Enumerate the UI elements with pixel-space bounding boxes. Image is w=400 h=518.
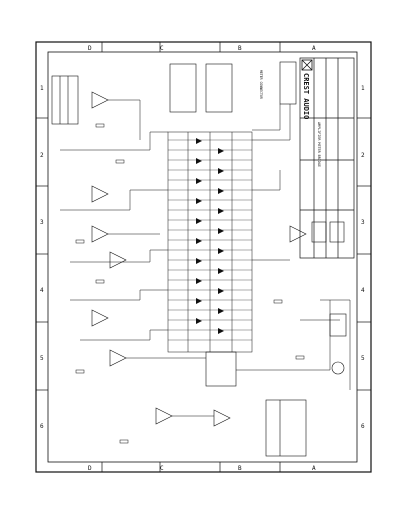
zone-ticks: [36, 42, 371, 472]
zone-number-6-right: 6: [361, 423, 365, 430]
zone-number-1-left: 1: [40, 85, 44, 92]
zone-number-3-left: 3: [40, 219, 44, 226]
notes-box: [265, 399, 307, 457]
zone-number-1-right: 1: [361, 85, 365, 92]
right-regulator-section: [311, 221, 347, 375]
revision-block: [51, 75, 79, 125]
circuit-traces: [60, 99, 351, 417]
left-opamp-channels: [91, 91, 307, 427]
connector-label: METER CONNECTOR: [259, 70, 263, 99]
zone-number-5-left: 5: [40, 355, 44, 362]
title-block: [299, 57, 355, 259]
zone-number-2-right: 2: [361, 152, 365, 159]
zone-number-3-right: 3: [361, 219, 365, 226]
zone-letter-d-bottom: D: [88, 465, 92, 472]
top-connector-block: [169, 61, 297, 113]
zone-number-4-left: 4: [40, 287, 44, 294]
zone-number-5-right: 5: [361, 355, 365, 362]
zone-letter-d-top: D: [88, 45, 92, 52]
company-name: CREST AUDIO: [302, 73, 310, 119]
zone-letter-c-bottom: C: [160, 465, 164, 472]
outer-border: [35, 41, 372, 473]
zone-number-2-left: 2: [40, 152, 44, 159]
crest-audio-logo: [301, 59, 313, 71]
zone-number-6-left: 6: [40, 423, 44, 430]
meter-driver-ic-array: [167, 131, 253, 353]
zone-letter-b-bottom: B: [238, 465, 242, 472]
led-diodes: [196, 138, 224, 334]
passive-components: [75, 123, 305, 444]
zone-letter-c-top: C: [160, 45, 164, 52]
inner-border: [47, 51, 358, 463]
drawing-title: AMPLIFIER METER BRIDGE: [317, 122, 321, 167]
zone-letter-a-top: A: [312, 45, 316, 52]
zone-letter-a-bottom: A: [312, 465, 316, 472]
bottom-driver-ic: [205, 351, 237, 387]
led-ladder-wires: [168, 139, 252, 341]
zone-number-4-right: 4: [361, 287, 365, 294]
zone-letter-b-top: B: [238, 45, 242, 52]
